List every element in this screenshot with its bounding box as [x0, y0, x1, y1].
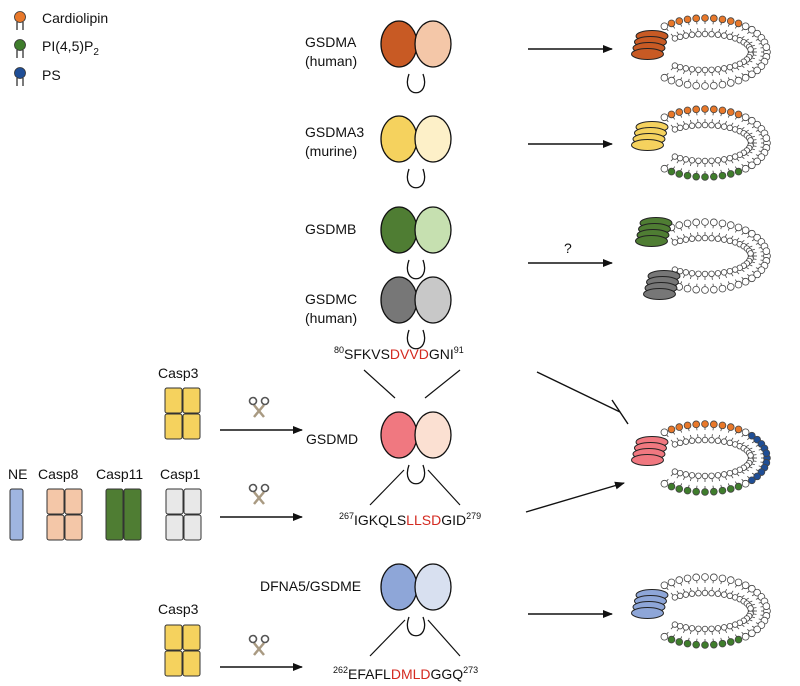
gsdmc-n-terminal-domain [380, 276, 418, 324]
legend-ps-label: PS [42, 67, 61, 83]
inhibition-bar [611, 399, 629, 425]
gsdmc-species-label: (human) [305, 310, 357, 326]
gasdermin-proteins [380, 20, 452, 637]
gsdmb-label: GSDMB [305, 221, 356, 237]
membrane-pore [631, 30, 669, 60]
casp11-label: Casp11 [96, 466, 143, 482]
gsdmb-c-terminal-domain [414, 206, 452, 254]
legend-pip2: PI(4,5)P2 [14, 38, 99, 58]
membrane-pore [631, 121, 669, 151]
ne-protease [9, 488, 24, 541]
gsdme-casp3-cleavage-sequence: 262EFAFLDMLDGGQ273 [333, 665, 478, 682]
gsdme-protein [380, 563, 452, 637]
casp8-protease [46, 488, 83, 541]
gsdmd-casp1-cleavage-sequence: 267IGKQLSLLSDGID279 [339, 511, 481, 528]
cardiolipin-icon [14, 11, 26, 23]
pip2-icon [14, 39, 26, 51]
gsdmd-label: GSDMD [306, 431, 358, 447]
scissors-icons [248, 396, 270, 656]
gsdma3-protein [380, 115, 452, 189]
legend-pip2-label: PI(4,5)P2 [42, 38, 99, 58]
proteases [9, 387, 202, 677]
gsdme-liposome [631, 573, 771, 649]
legend-cardiolipin: Cardiolipin [14, 10, 108, 30]
gsdmb-gsdmc-liposome [635, 217, 771, 300]
membrane-pore [635, 217, 673, 247]
gsdma3-label: GSDMA3 [305, 124, 364, 140]
casp1-protease [165, 488, 202, 541]
gsdma3-c-terminal-domain [414, 115, 452, 163]
casp3_top-protease [164, 387, 201, 440]
gsdma-liposome [631, 14, 771, 90]
casp3-bottom-label: Casp3 [158, 601, 199, 617]
ne-label: NE [8, 466, 27, 482]
gsdma-label: GSDMA [305, 34, 357, 50]
scissors-icon [248, 634, 270, 656]
membrane-pore [631, 589, 669, 619]
gsdme-c-terminal-domain [414, 563, 452, 611]
gsdme-label: DFNA5/GSDME [260, 578, 361, 594]
gsdma3-species-label: (murine) [305, 143, 357, 159]
scissors-icon [248, 483, 270, 505]
membrane-pore [643, 270, 681, 300]
gsdma3-n-terminal-domain [380, 115, 418, 163]
membrane-pore [631, 436, 669, 466]
casp3_bottom-protease [164, 624, 201, 677]
gsdmd-n-terminal-domain [380, 411, 418, 459]
gsdmc-c-terminal-domain [414, 276, 452, 324]
casp11-protease [105, 488, 142, 541]
gsdmb-protein [380, 206, 452, 280]
gsdme-n-terminal-domain [380, 563, 418, 611]
liposomes [631, 14, 771, 649]
gsdma-n-terminal-domain [380, 20, 418, 68]
cleavage-connectors [363, 369, 461, 657]
gsdma-species-label: (human) [305, 53, 357, 69]
casp1-label: Casp1 [160, 466, 201, 482]
arrows [220, 45, 629, 671]
scissors-icon [248, 396, 270, 418]
gsdma3-liposome [631, 105, 771, 181]
gsdma-c-terminal-domain [414, 20, 452, 68]
casp8-label: Casp8 [38, 466, 79, 482]
legend-ps: PS [14, 67, 61, 86]
gsdmd-pore-arrow [525, 481, 625, 513]
casp3-top-label: Casp3 [158, 365, 199, 381]
gsdmd-casp3-cleavage-sequence: 80SFKVSDVVDGNI91 [334, 345, 464, 362]
legend: Cardiolipin PI(4,5)P2 PS [14, 10, 108, 86]
ps-icon [14, 67, 26, 79]
gsdmc-protein [380, 276, 452, 350]
question-mark: ? [564, 240, 572, 256]
gsdma-protein [380, 20, 452, 94]
inhibition-line [536, 371, 621, 413]
gsdmd-c-terminal-domain [414, 411, 452, 459]
gsdmd-liposome [631, 420, 771, 496]
gsdmb-n-terminal-domain [380, 206, 418, 254]
gsdmc-label: GSDMC [305, 291, 357, 307]
legend-cardiolipin-label: Cardiolipin [42, 10, 108, 26]
gsdmd-protein [380, 411, 452, 485]
